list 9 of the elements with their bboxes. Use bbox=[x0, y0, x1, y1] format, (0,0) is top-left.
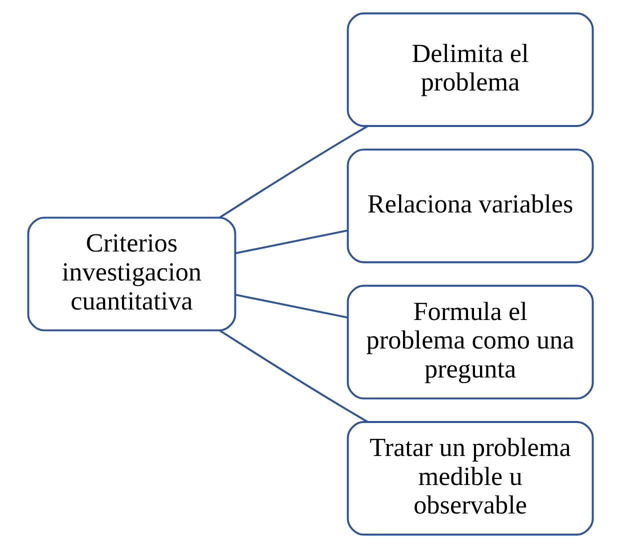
node-box: Criterios investigacion cuantitativa bbox=[26, 216, 236, 332]
connector bbox=[218, 125, 368, 218]
connector bbox=[234, 230, 348, 254]
node-box: Relaciona variables bbox=[346, 148, 594, 264]
node-box: Formula el problema como una pregunta bbox=[346, 284, 594, 400]
connector bbox=[234, 294, 348, 318]
connector bbox=[218, 330, 368, 423]
node-box: Delimita el problema bbox=[346, 12, 594, 127]
node-box: Tratar un problema medible u observable bbox=[346, 421, 594, 536]
